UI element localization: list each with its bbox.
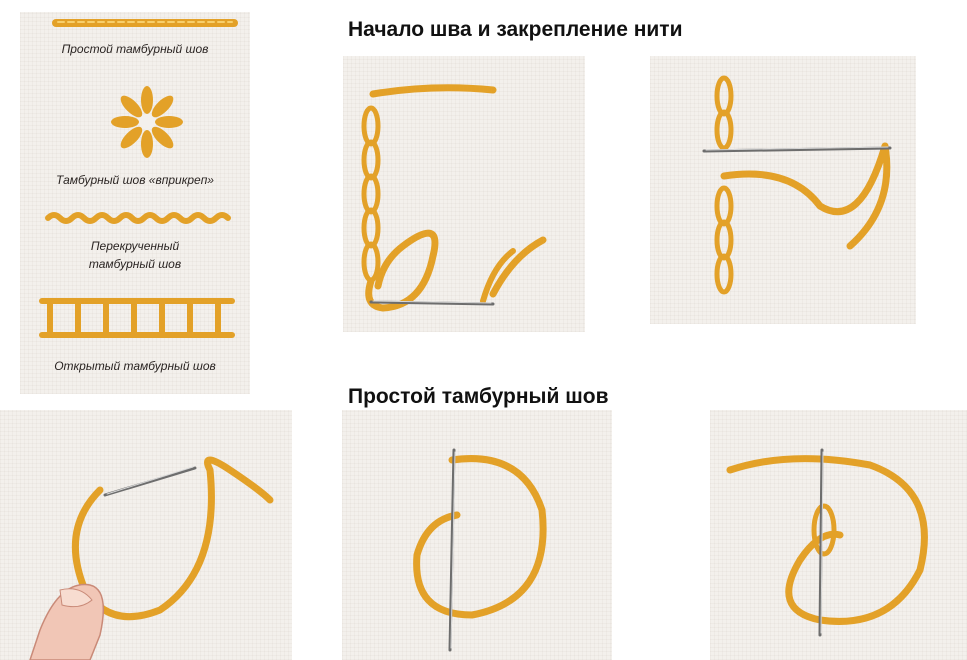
section-title-start: Начало шва и закрепление нити: [342, 18, 689, 42]
legend-caption-open: Открытый тамбурный шов: [54, 359, 216, 373]
vertical-chain-links: [714, 75, 734, 295]
legend-caption-simple: Простой тамбурный шов: [61, 42, 209, 56]
legend-caption-twisted-line2: тамбурный шов: [88, 257, 182, 271]
open-chain-stitch-sample: [39, 298, 235, 338]
illustration-simple-step-3: [710, 410, 967, 660]
simple-chain-drawing-1: [29, 456, 274, 660]
vertical-chain-links: [361, 105, 381, 283]
illustration-start-step-2: [650, 56, 916, 324]
chain-start-drawing-2: [702, 75, 892, 295]
illustration-simple-step-2: [342, 410, 612, 660]
stitch-legend-illustrations: [39, 19, 238, 338]
simple-chain-stitch-sample: [52, 19, 238, 27]
stitch-legend-panel: Простой тамбурный шов Тамбурный шов «впр…: [20, 12, 250, 394]
illustration-simple-step-1: [0, 410, 292, 660]
chain-start-drawing-1: [361, 84, 547, 312]
illustration-start-step-1: [343, 56, 585, 332]
simple-chain-drawing-2: [413, 448, 547, 652]
twisted-chain-stitch-sample: [45, 212, 231, 224]
finger-icon: [29, 583, 105, 660]
legend-caption-attached: Тамбурный шов «вприкреп»: [56, 173, 214, 187]
lazy-daisy-flower-sample: [111, 86, 183, 158]
legend-caption-twisted-line1: Перекрученный: [90, 239, 180, 253]
simple-chain-drawing-3: [726, 448, 928, 637]
section-title-simple: Простой тамбурный шов: [342, 385, 615, 409]
